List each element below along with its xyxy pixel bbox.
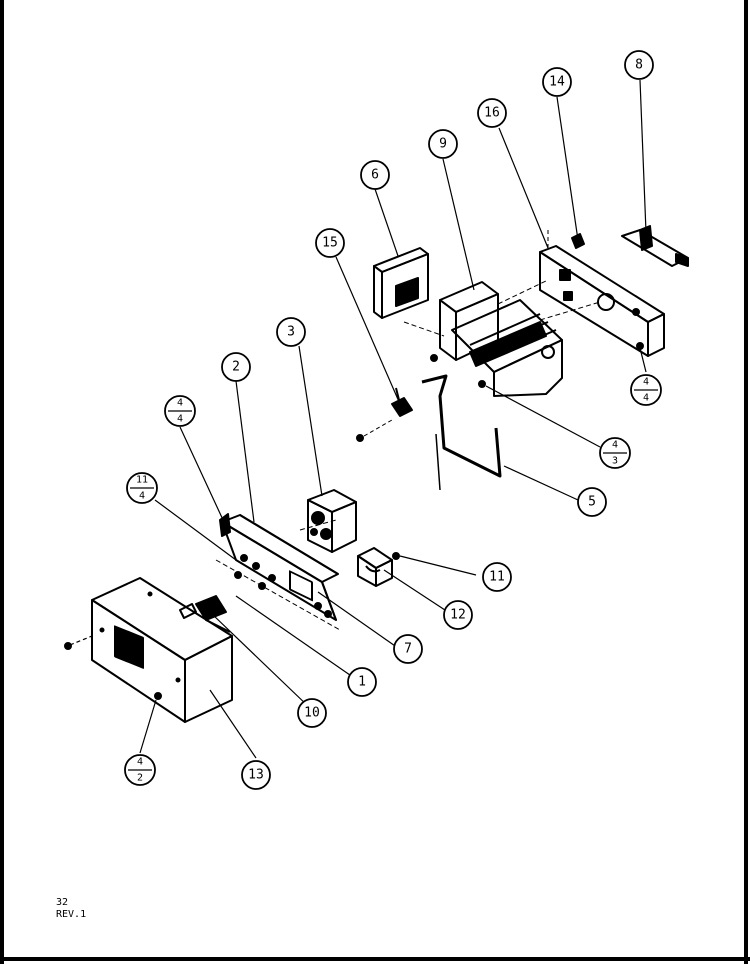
svg-text:12: 12 — [450, 608, 466, 623]
module-block — [307, 489, 357, 553]
fraction-callout-4-3: 4 3 — [599, 437, 631, 469]
callout-14: 14 — [542, 67, 572, 97]
svg-text:16: 16 — [484, 106, 500, 121]
svg-text:4: 4 — [137, 757, 143, 768]
fraction-callout-4-4-left: 4 4 — [164, 395, 196, 427]
svg-text:15: 15 — [322, 236, 338, 251]
svg-text:1: 1 — [358, 675, 366, 690]
callout-13: 13 — [241, 760, 271, 790]
fraction-callout-4-2: 4 2 — [124, 754, 156, 786]
svg-text:7: 7 — [404, 642, 412, 657]
svg-text:13: 13 — [248, 768, 264, 783]
svg-text:4: 4 — [643, 393, 649, 404]
svg-text:6: 6 — [371, 168, 379, 183]
svg-text:14: 14 — [549, 75, 565, 90]
mold-cover — [373, 247, 429, 319]
callout-5: 5 — [577, 487, 607, 517]
svg-text:11: 11 — [489, 570, 505, 585]
callout-3: 3 — [276, 317, 306, 347]
revision-label: REV.1 — [56, 909, 86, 920]
callout-9: 9 — [428, 129, 458, 159]
callout-16: 16 — [477, 98, 507, 128]
callout-10: 10 — [297, 698, 327, 728]
callout-15: 15 — [315, 228, 345, 258]
svg-text:4: 4 — [177, 414, 183, 425]
page-number: 32 — [56, 897, 68, 908]
small-box — [357, 547, 400, 587]
callout-1: 1 — [347, 667, 377, 697]
part-drawings — [64, 225, 689, 723]
svg-text:3: 3 — [612, 456, 618, 467]
callout-11: 11 — [482, 562, 512, 592]
fraction-callout-4-4-right: 4 4 — [630, 374, 662, 406]
callouts: 1 2 3 5 6 7 8 9 10 11 12 13 14 15 16 — [221, 50, 654, 790]
callout-6: 6 — [360, 160, 390, 190]
svg-text:5: 5 — [588, 495, 596, 510]
leader-lines — [139, 79, 647, 759]
svg-text:3: 3 — [287, 325, 295, 340]
switch-part — [179, 595, 231, 633]
callout-7: 7 — [393, 634, 423, 664]
callout-12: 12 — [443, 600, 473, 630]
svg-text:9: 9 — [439, 137, 447, 152]
svg-text:2: 2 — [137, 773, 143, 784]
callout-2: 2 — [221, 352, 251, 382]
svg-text:11: 11 — [136, 475, 148, 486]
svg-text:10: 10 — [304, 706, 320, 721]
mounting-plate — [539, 228, 665, 357]
bracket-strip — [621, 225, 689, 267]
svg-text:4: 4 — [139, 491, 145, 502]
svg-text:4: 4 — [643, 377, 649, 388]
wire-harness — [421, 374, 502, 491]
svg-text:4: 4 — [612, 440, 618, 451]
fraction-callouts: 4 4 11 4 4 4 4 3 4 2 — [124, 374, 662, 786]
callout-8: 8 — [624, 50, 654, 80]
svg-text:4: 4 — [177, 398, 183, 409]
svg-text:2: 2 — [232, 360, 240, 375]
fraction-callout-11-4: 11 4 — [126, 472, 158, 504]
footer: 32 REV.1 — [56, 897, 86, 920]
svg-text:8: 8 — [635, 58, 643, 73]
clip-part — [356, 387, 413, 442]
ice-mold-body — [403, 279, 563, 397]
control-bracket — [215, 513, 341, 631]
cover-housing — [64, 577, 233, 723]
